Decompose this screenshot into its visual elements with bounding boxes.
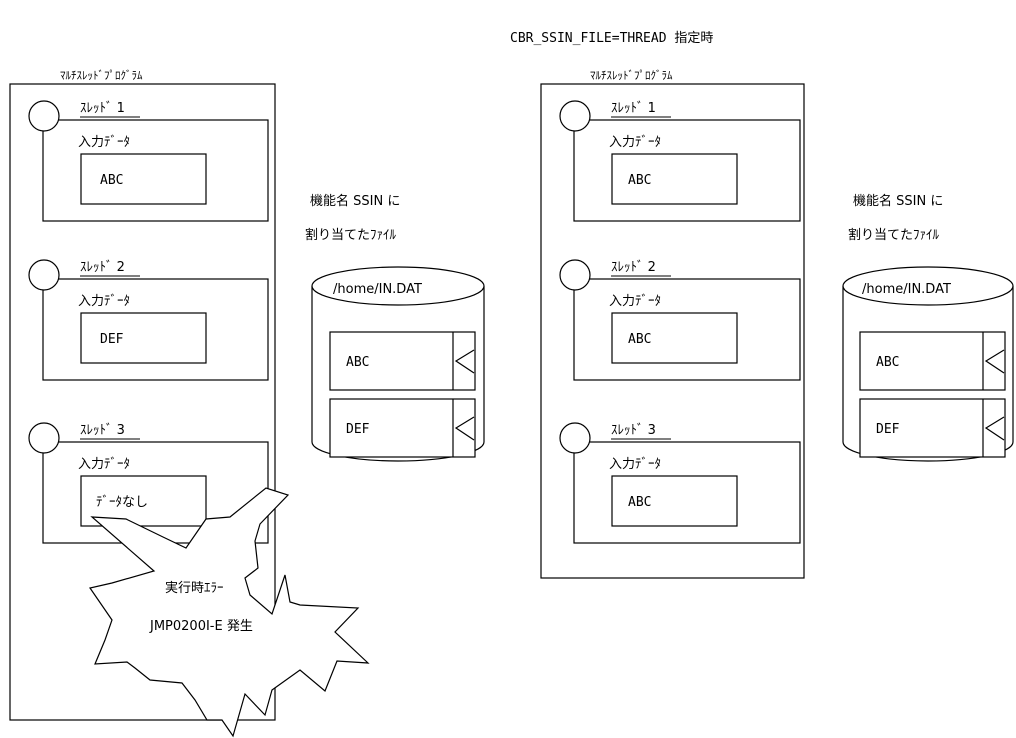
record-value: DEF: [346, 422, 370, 437]
cylinder-top: [311, 266, 485, 306]
file-caption-line1: 機能名 SSIN に: [853, 193, 943, 209]
input-data-box: [80, 153, 207, 205]
thread-name: ｽﾚｯﾄﾞ 2: [80, 260, 125, 275]
file-caption-line2: 割り当てたﾌｧｲﾙ: [305, 227, 397, 243]
thread-name: ｽﾚｯﾄﾞ 1: [80, 101, 125, 116]
input-label: 入力ﾃﾞｰﾀ: [609, 457, 661, 472]
input-label: 入力ﾃﾞｰﾀ: [78, 294, 130, 309]
thread-name: ｽﾚｯﾄﾞ 3: [611, 423, 656, 438]
right-thread-1: ｽﾚｯﾄﾞ 1 入力ﾃﾞｰﾀ ABC: [559, 100, 801, 222]
cylinder-top: [842, 266, 1014, 306]
thread-name: ｽﾚｯﾄﾞ 2: [611, 260, 656, 275]
input-value: ABC: [628, 495, 651, 510]
input-value: ABC: [628, 332, 651, 347]
input-label: 入力ﾃﾞｰﾀ: [78, 135, 130, 150]
left-program: ﾏﾙﾁｽﾚｯﾄﾞﾌﾟﾛｸﾞﾗﾑ ｽﾚｯﾄﾞ 1 入力ﾃﾞｰﾀ ABC ｽﾚｯﾄﾞ…: [9, 69, 485, 738]
input-value: ABC: [100, 173, 123, 188]
right-thread-2: ｽﾚｯﾄﾞ 2 入力ﾃﾞｰﾀ ABC: [559, 259, 801, 381]
input-data-box: [80, 312, 207, 364]
record-value: ABC: [346, 355, 369, 370]
left-program-label: ﾏﾙﾁｽﾚｯﾄﾞﾌﾟﾛｸﾞﾗﾑ: [60, 69, 143, 82]
right-program-label: ﾏﾙﾁｽﾚｯﾄﾞﾌﾟﾛｸﾞﾗﾑ: [590, 69, 673, 82]
file-name: /home/IN.DAT: [333, 282, 422, 297]
thread-circle-icon: [28, 422, 60, 454]
thread-circle-icon: [559, 259, 591, 291]
input-value: DEF: [100, 332, 124, 347]
file-name: /home/IN.DAT: [862, 282, 951, 297]
input-label: 入力ﾃﾞｰﾀ: [609, 294, 661, 309]
file-caption-line2: 割り当てたﾌｧｲﾙ: [848, 227, 940, 243]
file-cylinder: /home/IN.DAT ABC DEF: [311, 266, 485, 462]
input-label: 入力ﾃﾞｰﾀ: [78, 457, 130, 472]
input-data-box: [611, 475, 738, 527]
condition-heading: CBR_SSIN_FILE=THREAD 指定時: [510, 31, 713, 46]
input-data-box: [611, 153, 738, 205]
input-value: ﾃﾞｰﾀなし: [96, 495, 148, 510]
record-marker-icon: [454, 416, 475, 441]
thread-circle-icon: [559, 100, 591, 132]
left-thread-2: ｽﾚｯﾄﾞ 2 入力ﾃﾞｰﾀ DEF: [28, 259, 269, 381]
record-marker-icon: [984, 416, 1005, 441]
record-marker-icon: [454, 349, 475, 374]
right-thread-3: ｽﾚｯﾄﾞ 3 入力ﾃﾞｰﾀ ABC: [559, 422, 801, 544]
left-program-frame: [9, 83, 276, 721]
right-program: ﾏﾙﾁｽﾚｯﾄﾞﾌﾟﾛｸﾞﾗﾑ ｽﾚｯﾄﾞ 1 入力ﾃﾞｰﾀ ABC ｽﾚｯﾄﾞ…: [540, 69, 1014, 579]
left-thread-1: ｽﾚｯﾄﾞ 1 入力ﾃﾞｰﾀ ABC: [28, 100, 269, 222]
record-box: [859, 398, 1006, 458]
input-label: 入力ﾃﾞｰﾀ: [609, 135, 661, 150]
thread-circle-icon: [28, 100, 60, 132]
thread-circle-icon: [559, 422, 591, 454]
starburst-shape: [89, 487, 370, 738]
record-value: ABC: [876, 355, 899, 370]
thread-name: ｽﾚｯﾄﾞ 1: [611, 101, 656, 116]
record-marker-icon: [984, 349, 1005, 374]
error-code: JMP0200I-E 発生: [149, 619, 253, 634]
record-value: DEF: [876, 422, 900, 437]
thread-circle-icon: [28, 259, 60, 291]
error-starburst: 実行時ｴﾗｰ JMP0200I-E 発生: [89, 487, 370, 738]
error-label: 実行時ｴﾗｰ: [165, 580, 224, 596]
record-box: [329, 331, 476, 391]
file-cylinder: /home/IN.DAT ABC DEF: [842, 266, 1014, 462]
file-caption-line1: 機能名 SSIN に: [310, 193, 400, 209]
record-box: [329, 398, 476, 458]
right-program-frame: [540, 83, 805, 579]
thread-name: ｽﾚｯﾄﾞ 3: [80, 423, 125, 438]
record-box: [859, 331, 1006, 391]
input-data-box: [611, 312, 738, 364]
input-value: ABC: [628, 173, 651, 188]
